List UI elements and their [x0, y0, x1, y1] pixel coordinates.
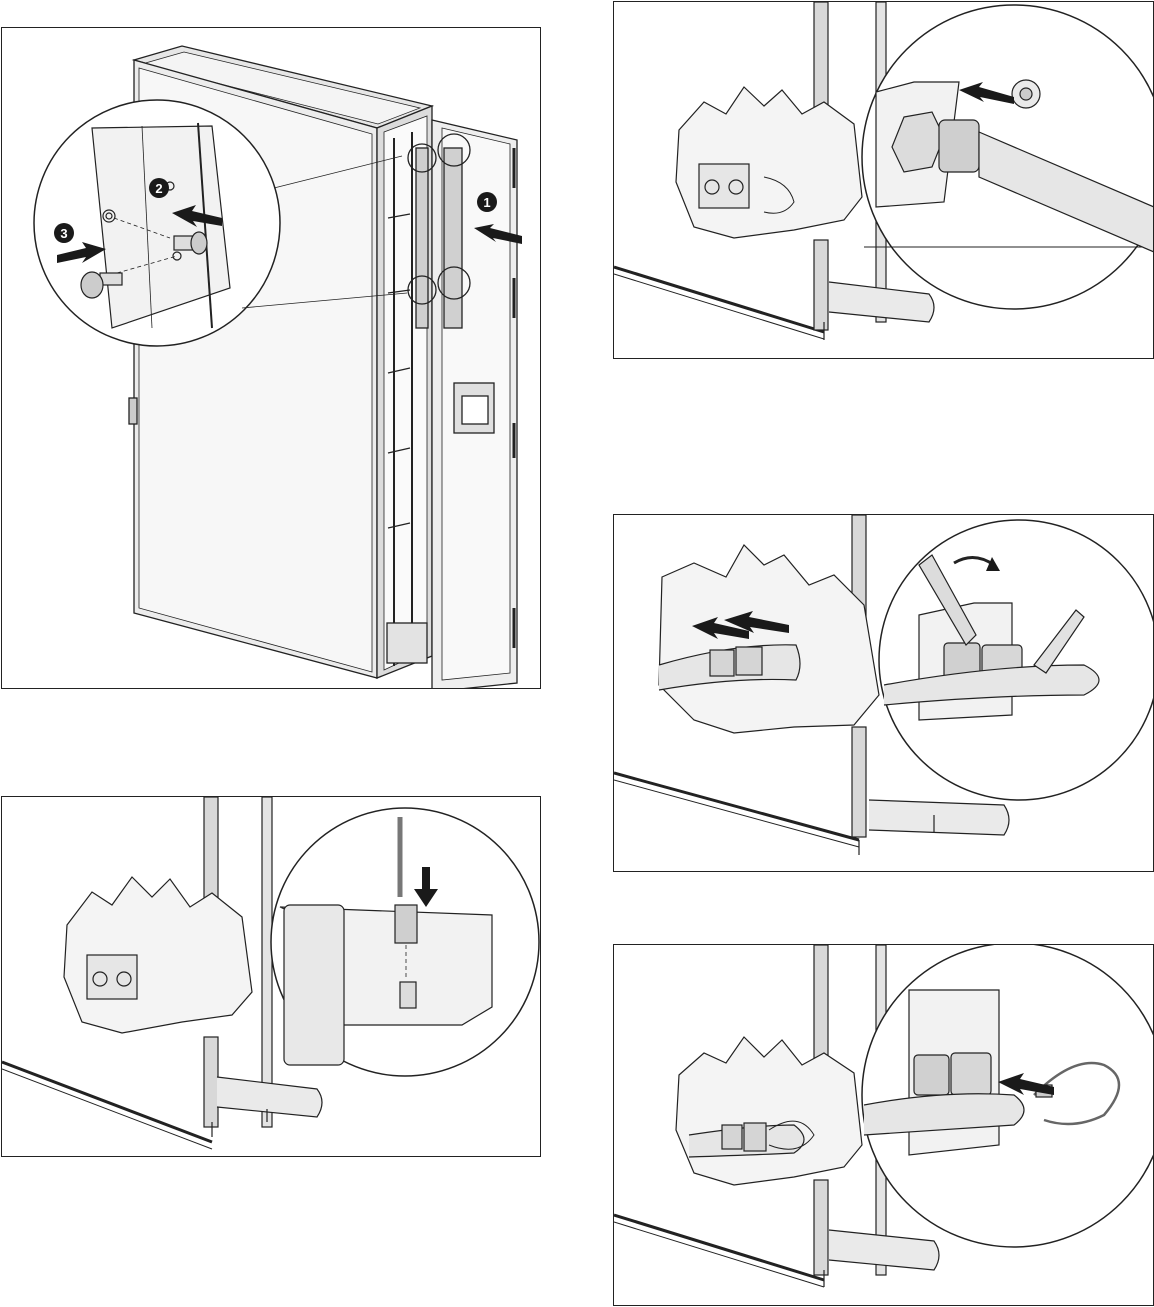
panel-door-bracket-install: 1 2 3	[1, 27, 541, 689]
panel-cable-connector	[613, 944, 1154, 1306]
panel-hose-tighten	[613, 514, 1154, 872]
panel-sensor-connector	[1, 796, 541, 1157]
hose-attach-illustration	[614, 2, 1154, 359]
svg-text:3: 3	[60, 226, 67, 241]
cable-connector-illustration	[614, 945, 1154, 1306]
cabinet-illustration: 1 2 3	[2, 28, 541, 689]
callout-step-2: 2	[149, 178, 169, 198]
hose-tighten-illustration	[614, 515, 1154, 872]
svg-text:1: 1	[483, 195, 490, 210]
callout-step-3: 3	[54, 223, 74, 243]
sensor-connector-illustration	[2, 797, 541, 1157]
callout-step-1: 1	[477, 192, 497, 212]
svg-text:2: 2	[155, 181, 162, 196]
panel-hose-attach	[613, 1, 1154, 359]
